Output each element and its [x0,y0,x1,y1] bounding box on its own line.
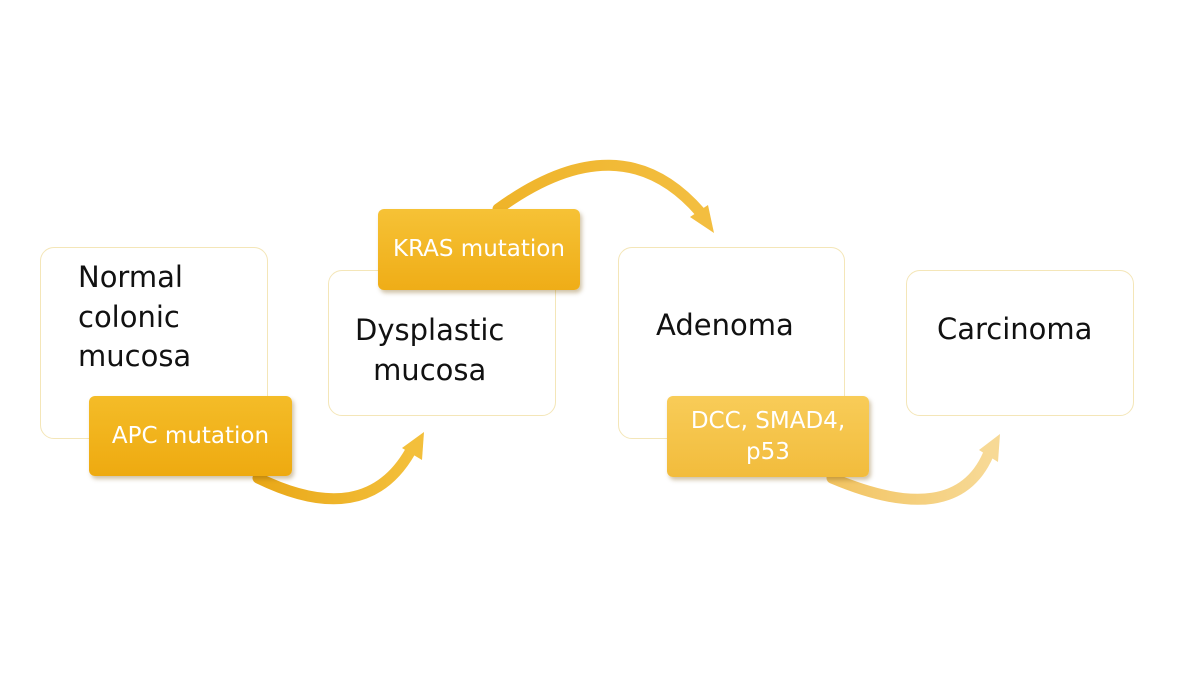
curved-arrow-2 [492,159,706,218]
arrowhead-1 [402,432,424,460]
mutation-label: DCC, SMAD4, p53 [690,407,846,465]
stage-label: Carcinoma [937,312,1093,346]
stage-label: Dysplastic mucosa [355,313,505,387]
mutation-label: APC mutation [111,422,270,449]
mutation-dcc-smad4-p53: DCC, SMAD4, p53 [667,396,869,477]
curved-arrow-1 [252,446,416,505]
arrowhead-2 [690,205,714,233]
mutation-apc: APC mutation [89,396,292,476]
mutation-label: KRAS mutation [393,236,565,263]
arrowhead-3 [979,434,1000,462]
curved-arrow-3 [826,449,994,505]
stage-label: Normal colonic mucosa [78,260,192,374]
mutation-kras: KRAS mutation [378,209,580,290]
stage-dysplastic-mucosa: Dysplastic mucosa [328,270,556,416]
stage-label: Adenoma [656,308,794,342]
stage-carcinoma: Carcinoma [906,270,1134,416]
